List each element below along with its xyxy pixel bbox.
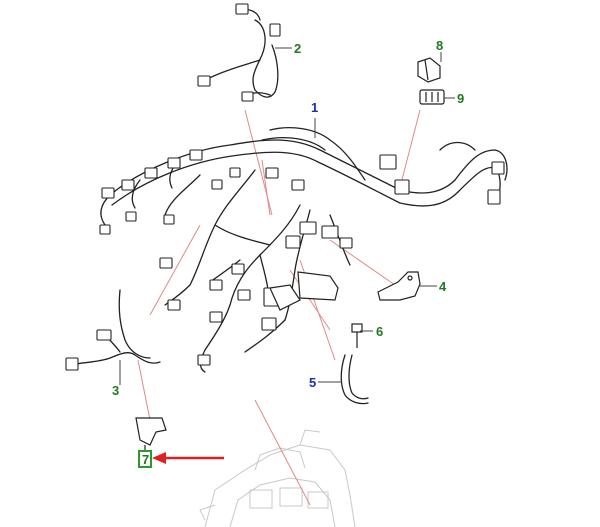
callout-labels: 1 2 3 4 5 6 7 8 9 [112, 38, 464, 467]
main-wiring-harness [69, 8, 508, 405]
sensor-part-7 [135, 417, 167, 452]
callout-8[interactable]: 8 [436, 38, 443, 53]
callout-5[interactable]: 5 [309, 375, 316, 390]
pointer-arrow-icon [152, 452, 224, 464]
bolt-part-6 [351, 323, 363, 348]
callout-1[interactable]: 1 [311, 100, 318, 115]
callout-2[interactable]: 2 [294, 41, 301, 56]
callout-7-highlight-box [138, 450, 152, 468]
callout-7[interactable]: 7 [142, 452, 149, 467]
connector-part-9 [419, 89, 445, 105]
harness-connectors [65, 3, 505, 371]
callout-leaders [119, 47, 455, 385]
engine-block-background [199, 429, 356, 527]
clip-part-8 [417, 57, 441, 83]
bracket-part-4 [377, 271, 421, 301]
callout-4[interactable]: 4 [439, 279, 447, 294]
callout-3[interactable]: 3 [112, 383, 119, 398]
bracket-part-central [269, 271, 339, 311]
callout-6[interactable]: 6 [376, 324, 383, 339]
callout-9[interactable]: 9 [457, 91, 464, 106]
